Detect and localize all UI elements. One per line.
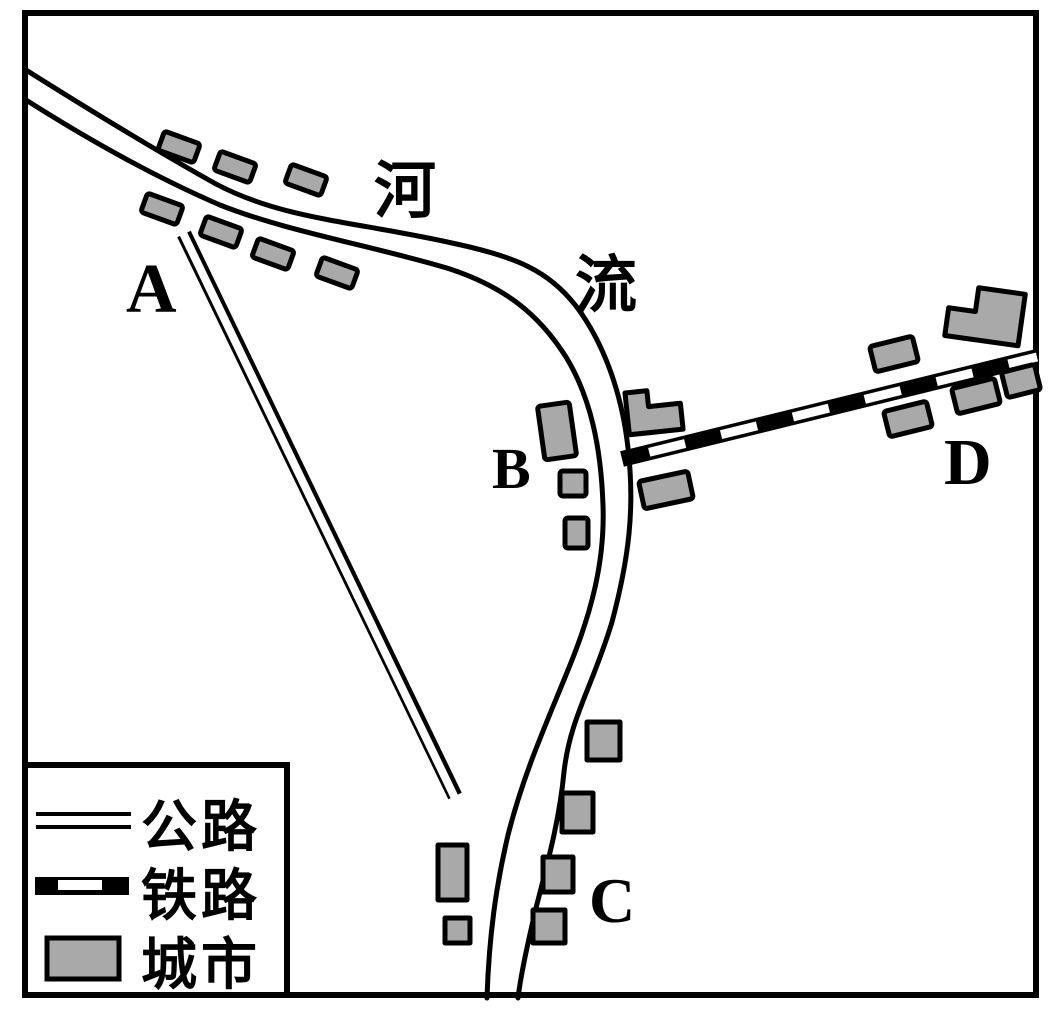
city-b-label: B bbox=[492, 436, 531, 501]
city-d-building-3 bbox=[881, 399, 935, 439]
city-b-building-2 bbox=[557, 468, 589, 499]
highway-road bbox=[177, 230, 462, 800]
city-a-building-3 bbox=[283, 162, 329, 198]
river-bank-north-east bbox=[23, 67, 634, 1001]
river-label-part1: 河 bbox=[374, 158, 436, 226]
city-a-building-2 bbox=[212, 149, 258, 185]
city-c-building-5 bbox=[435, 842, 470, 903]
city-a-building-5 bbox=[198, 214, 244, 250]
legend-city-symbol bbox=[44, 935, 122, 982]
city-c-building-2 bbox=[559, 790, 596, 835]
legend-road-symbol bbox=[36, 812, 131, 829]
city-a-building-7 bbox=[314, 255, 360, 291]
city-b-building-4 bbox=[636, 469, 696, 511]
railway-line bbox=[620, 349, 1039, 467]
legend-city-label: 城市 bbox=[141, 935, 261, 997]
city-b-buildings bbox=[535, 388, 696, 551]
city-c-building-6 bbox=[442, 915, 473, 946]
city-c-building-3 bbox=[540, 854, 576, 895]
city-a-building-1 bbox=[156, 129, 202, 165]
city-d-building-2 bbox=[867, 334, 921, 374]
river-bank-south-west bbox=[23, 97, 606, 1001]
legend-road-label: 公路 bbox=[141, 797, 261, 859]
city-c-buildings bbox=[435, 719, 623, 946]
legend: 公路 铁路 城市 bbox=[22, 762, 290, 998]
city-d-building-4 bbox=[949, 376, 1003, 416]
river bbox=[23, 67, 634, 1001]
city-b-building-l-shape bbox=[622, 388, 686, 438]
railway-dashes bbox=[620, 352, 1039, 464]
city-a-buildings bbox=[139, 129, 360, 291]
city-a-label: A bbox=[126, 251, 177, 328]
legend-railway-label: 铁路 bbox=[141, 866, 261, 928]
city-c-building-1 bbox=[584, 719, 623, 763]
city-a-building-4 bbox=[139, 191, 185, 227]
city-d-building-l-shape bbox=[942, 285, 1028, 349]
city-c-building-4 bbox=[530, 907, 568, 946]
buildings bbox=[139, 129, 1043, 946]
city-c-label: C bbox=[589, 865, 635, 936]
city-d-buildings bbox=[867, 285, 1043, 439]
city-b-building-3 bbox=[562, 515, 591, 551]
city-d-building-5 bbox=[999, 362, 1043, 400]
legend-railway-white-dash bbox=[58, 880, 102, 890]
legend-railway-symbol bbox=[35, 877, 129, 895]
road-inner-white bbox=[179, 231, 459, 800]
city-a-building-6 bbox=[250, 236, 296, 272]
river-label-part2: 流 bbox=[575, 251, 637, 320]
city-d-label: D bbox=[944, 426, 992, 499]
city-b-building-tall bbox=[535, 399, 579, 463]
